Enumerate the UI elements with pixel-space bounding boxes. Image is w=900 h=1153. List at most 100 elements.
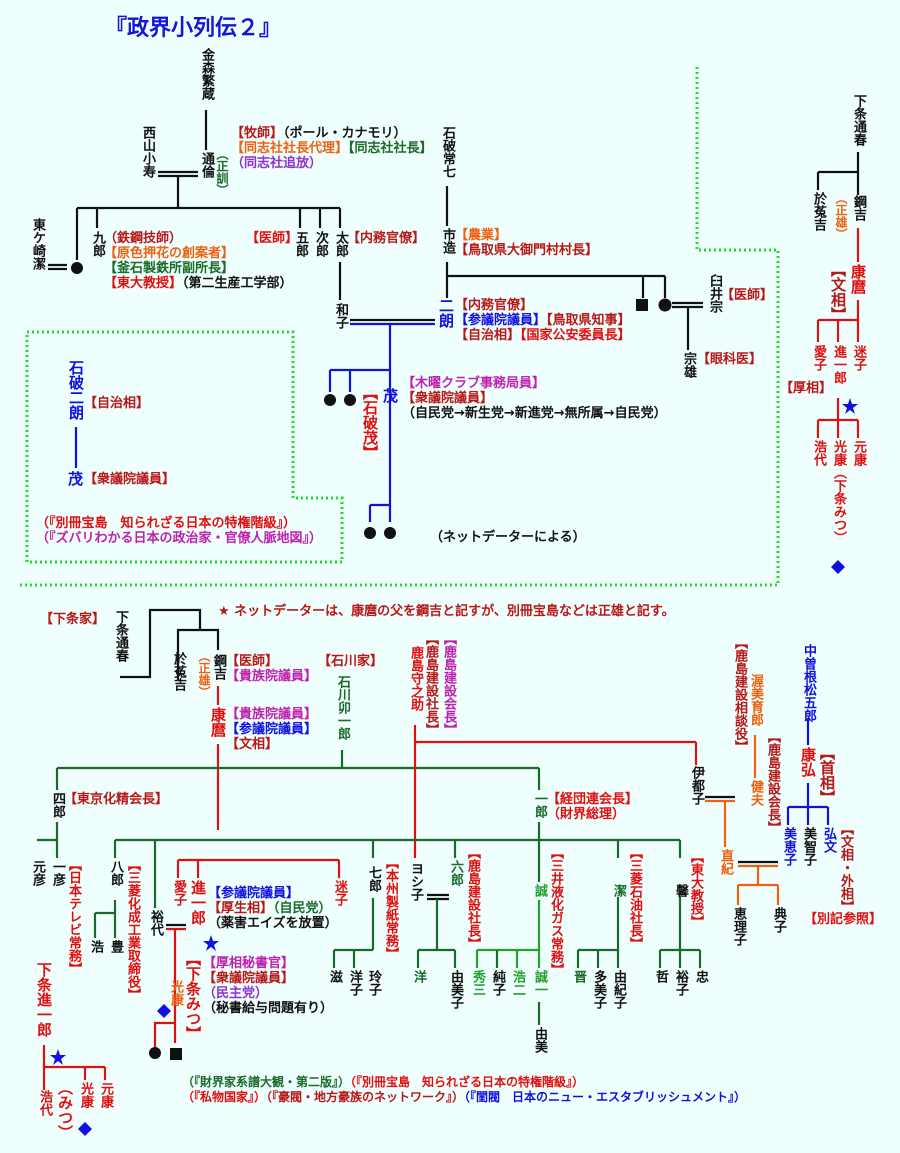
b-kazuhiko: 一彦 (50, 860, 65, 886)
person-okikichi: 於菟吉 (811, 192, 826, 231)
b-shimojo-shinichiro: 下条進一郎 (35, 962, 53, 1037)
b-shimojo-mitsu: 【下条みつ】 (184, 951, 202, 1041)
b-susumu: 晋 (571, 970, 586, 983)
diamond-icon (831, 560, 845, 574)
female-marker (384, 527, 396, 539)
person-koukichi: 鋼吉 (851, 195, 866, 221)
person-michitomo: 通倫 (199, 152, 214, 178)
b-rokuro-role: 【鹿島建設社長】 (465, 846, 480, 950)
shinichiro-role: 【厚相】 (780, 381, 833, 396)
female-marker (344, 394, 356, 406)
b-noriko: 典子 (771, 907, 786, 933)
b-makoto: 誠 (532, 884, 547, 897)
box-child: 茂 (68, 470, 84, 488)
b-yoko: 洋子 (347, 970, 362, 996)
b-sources: （『財界家系譜大観・第二版』）（『別冊宝島 知られざる日本の特権階級』） （『私… (182, 1075, 747, 1104)
b-mieko: 美恵子 (781, 827, 796, 866)
b-kazuhiko-role: 【日本テレビ常務】 (66, 858, 81, 975)
b-koukichi-alt: （正雄） (197, 650, 211, 698)
female-marker (324, 394, 336, 406)
b-left-mitsu: （みつ） (56, 1080, 74, 1140)
b-yoshiko: ヨシ子 (408, 862, 423, 901)
box-role: 【自治相】 (84, 396, 150, 411)
person-ishiba-tsuneshichi: 石破常七 (440, 126, 455, 178)
shigeru-bracket: 【石破茂】 (361, 385, 379, 460)
kuro-roles: （鉄鋼技師） 【原色押花の創案者】 【釜石製鉄所副所長】 【東大教授】（第二生産… (104, 231, 293, 291)
b-hirofumi-role: 【文相・外相】 (838, 822, 853, 913)
b-mitsuyasu: 光康 (168, 980, 183, 1006)
b-tadashi: 忠 (693, 970, 708, 983)
b-michiko: 美智子 (801, 827, 816, 866)
b-hirofumi: 弘文 (821, 827, 836, 853)
female-marker (71, 262, 83, 274)
b-atsumi-ikuro: 渥美育郎 (748, 674, 763, 726)
person-shinichiro: 進一郎 (831, 345, 846, 384)
b-koji: 浩二 (510, 970, 525, 996)
person-jiro-ishiba: 二朗 (437, 298, 455, 328)
b-note: ★ ネットデーターは、康麿の父を鋼吉と記すが、別冊宝島などは正雄と記す。 (218, 604, 675, 619)
b-left-mitsuyasu: 光康 (78, 1082, 93, 1108)
box-child-role: 【衆議院議員】 (84, 472, 176, 487)
person-motoyasu: 元康 (851, 440, 866, 466)
usui-role: 【医師】 (721, 288, 774, 303)
b-betsuki: 【別記参照】 (804, 912, 883, 927)
b-shichiro-role: 【本州製紙常務】 (383, 856, 398, 960)
jiro-ishiba-roles: 【内務官僚】 【参議院議員】【鳥取県知事】 【自治相】【国家公安委員長】 (455, 298, 631, 343)
b-kajima-morinosuke: 鹿島守之助 (408, 646, 423, 711)
markers (50, 262, 858, 1136)
b-kiyoshi: 潔 (611, 884, 626, 897)
person-koukichi-alt: （正雄） (834, 192, 848, 240)
b-left-hiroyo: 浩代 (37, 1090, 52, 1116)
b-hachiro: 八郎 (108, 860, 123, 886)
person-shigeru: 茂 (381, 388, 399, 403)
b-kiyoshi-role: 【三菱石油社長】 (627, 846, 642, 950)
muneo-role: 【眼科医】 (697, 352, 763, 367)
yasumaro-role: 【文相】 (829, 262, 847, 322)
b-yumiko: 由美子 (448, 970, 463, 1009)
b-okikichi: 於菟吉 (171, 652, 186, 691)
b-satoshi: 哲 (653, 970, 668, 983)
person-kuro: 九郎 (90, 231, 105, 257)
diamond-icon (78, 1122, 92, 1136)
b-yukiko: 由紀子 (611, 970, 626, 1009)
b-takeo: 健夫 (748, 780, 763, 806)
page-title: 『政界小列伝２』 (105, 16, 282, 41)
person-higashigasaki: 東ケ崎潔 (30, 218, 45, 270)
b-shimojo-michiharu: 下条通春 (113, 610, 128, 662)
b-hiroshi: 浩 (88, 940, 103, 953)
b-kaoru-role: 【東大教授】 (688, 850, 703, 928)
b-reiko: 玲子 (366, 970, 381, 996)
b-yasuhiro-role: 【首相】 (818, 745, 836, 805)
person-ichizo: 市造 (440, 228, 455, 254)
b-takeo-role: 【鹿島建設会長】 (765, 730, 780, 834)
b-yo: 洋 (411, 970, 426, 983)
b-shiro-role: 【東京化精会長】 (64, 792, 169, 807)
b-koukichi: 鋼吉 (211, 654, 226, 680)
person-michiko: 迷子 (851, 345, 866, 371)
person-shimojo-michiharu: 下条通春 (851, 94, 866, 146)
ichizo-roles: 【農業】 【鳥取県大御門村村長】 (455, 228, 599, 258)
person-taro: 太郎 (333, 231, 348, 257)
house-shimojo: 【下条家】 (40, 612, 106, 627)
b-nakasone-matsugoro: 中曽根松五郎 (801, 644, 816, 722)
b-koukichi-roles: 【医師】 【貴族院議員】 (226, 654, 318, 684)
b-shinichiro: 進一郎 (189, 880, 207, 925)
star-icon (842, 398, 858, 414)
b-makoto-role: 【三井液化ガス常務】 (548, 846, 563, 976)
b-kaoru: 馨 (673, 884, 688, 897)
b-michiko2: 迷子 (332, 880, 347, 906)
b-yutaka: 豊 (108, 940, 123, 953)
b-kajima-sodan: 【鹿島建設相談役】 (732, 636, 747, 753)
b-ishikawa-uichiro: 石川卯一郎 (335, 675, 350, 740)
michitomo-roles: 【牧師】（ポール・カナモリ） 【同志社社長代理】【同志社社長】 （同志社追放） (231, 126, 433, 171)
b-left-motoyasu: 元康 (98, 1082, 113, 1108)
b-mitsu-roles: 【厚相秘書官】 【衆議院議員】 （民主党） （秘書給与問題有り） (203, 956, 334, 1016)
b-aiko: 愛子 (171, 880, 186, 906)
b-yasuhiro: 康弘 (799, 747, 817, 777)
person-hiroyo: 浩代 (811, 440, 826, 466)
person-nishiyama: 西山小寿 (140, 126, 155, 178)
diamond-icon (157, 1004, 171, 1018)
b-shinichiro-roles: 【参議院議員】 【厚生相】（自民党） （薬害エイズを放置） (208, 886, 338, 931)
star-icon (203, 935, 219, 951)
female-marker (364, 527, 376, 539)
